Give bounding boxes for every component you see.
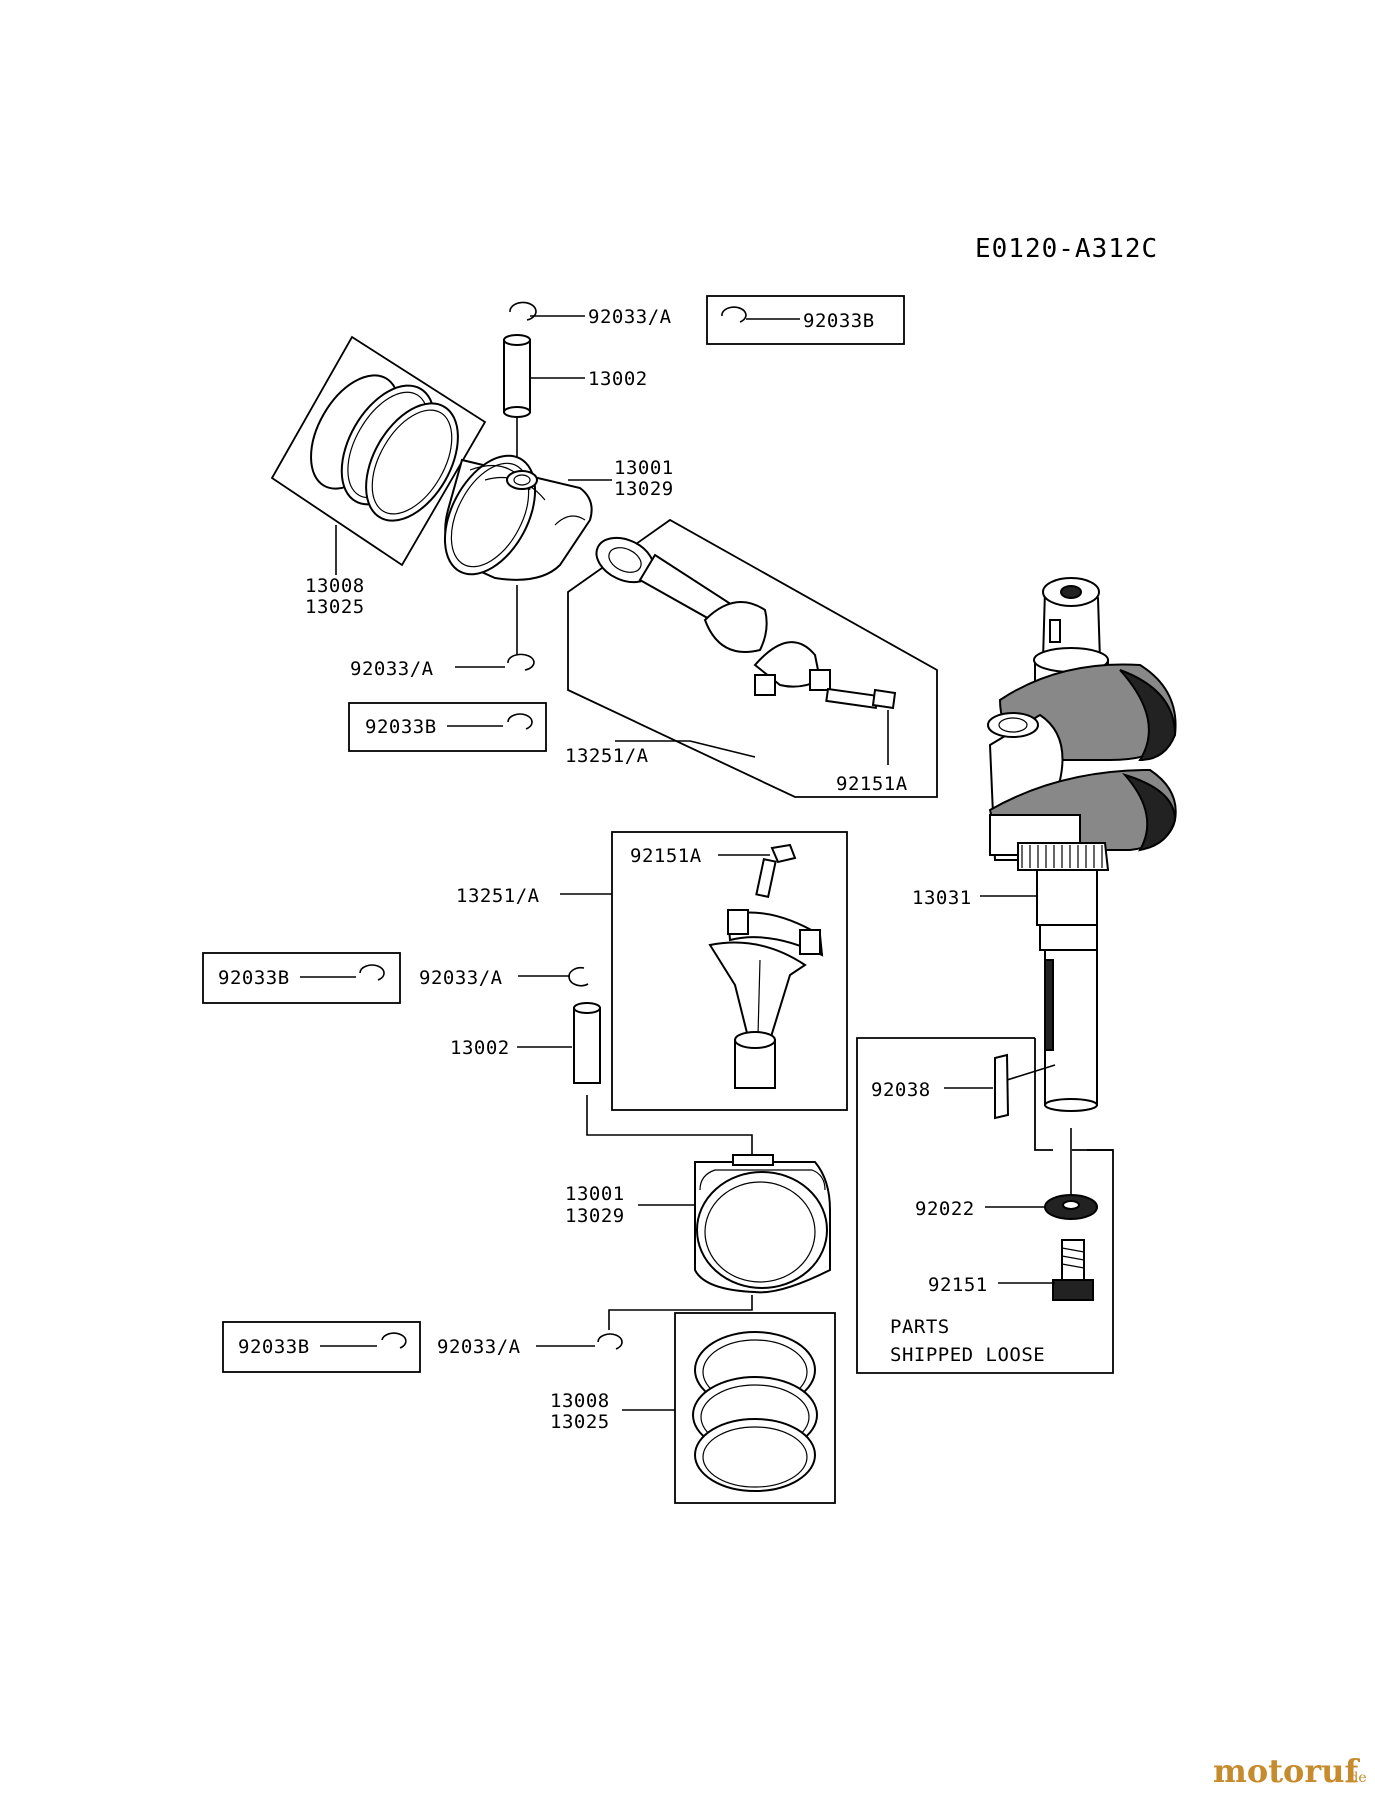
- callout-box-92033b: [348, 702, 547, 752]
- conrod-box: [611, 831, 848, 1111]
- circlip-icon: [359, 964, 385, 981]
- conrod-frame: [567, 518, 938, 798]
- svg-text:.de: .de: [1345, 1770, 1367, 1786]
- circlip-icon: [507, 653, 535, 671]
- label-bolt: 92151: [928, 1274, 988, 1296]
- key-icon: [994, 1053, 1010, 1120]
- rings-box: [674, 1312, 836, 1504]
- piston-pin-icon: [503, 334, 531, 418]
- circlip-icon: [507, 713, 533, 730]
- connecting-rod-icon: [708, 909, 824, 1089]
- label-top-rings-b: 13025: [305, 596, 365, 618]
- circlip-icon: [381, 1332, 407, 1349]
- label-mid-clip-box: 92033B: [218, 967, 290, 989]
- label-top-pin: 13002: [588, 368, 648, 390]
- label-top-rings-a: 13008: [305, 575, 365, 597]
- circlip-icon: [509, 301, 585, 321]
- label-bot-rings-b: 13025: [550, 1411, 610, 1433]
- callout-box-92033b: [706, 295, 905, 345]
- circlip-icon: [721, 306, 747, 323]
- label-mid-conrod: 13251/A: [456, 885, 540, 907]
- svg-text:motoruf: motoruf: [1213, 1752, 1360, 1790]
- connecting-rod-icon: [595, 536, 831, 696]
- label-top-piston-b: 13029: [614, 478, 674, 500]
- label-crankshaft: 13031: [912, 887, 972, 909]
- callout-box-92033b: [222, 1321, 421, 1373]
- piston-rings-icon: [692, 1331, 818, 1492]
- label-washer: 92022: [915, 1198, 975, 1220]
- label-bot-clip-box: 92033B: [238, 1336, 310, 1358]
- diagram-code: E0120-A312C: [975, 234, 1158, 264]
- label-top-piston-a: 13001: [614, 457, 674, 479]
- conrod-bolt-icon: [755, 843, 797, 899]
- label-mid-conrod-bolt: 92151A: [630, 845, 702, 867]
- label-top-conrod: 13251/A: [565, 745, 649, 767]
- piston-pin-icon: [573, 1002, 601, 1084]
- label-bot-piston-a: 13001: [565, 1183, 625, 1205]
- conrod-bolt-icon: [825, 687, 897, 765]
- label-mid-pin: 13002: [450, 1037, 510, 1059]
- piston-icon: [443, 454, 593, 581]
- label-bot-rings-a: 13008: [550, 1390, 610, 1412]
- piston-rings-icon: [310, 374, 459, 522]
- rings-frame: [270, 335, 487, 567]
- label-top-ring-clip-box: 92033B: [803, 310, 875, 332]
- label-key: 92038: [871, 1079, 931, 1101]
- label-mid-clip: 92033/A: [419, 967, 503, 989]
- callout-box-92033b: [202, 952, 401, 1004]
- circlip-icon: [568, 966, 589, 987]
- label-top-conrod-bolt: 92151A: [836, 773, 908, 795]
- label-loose-line2: SHIPPED LOOSE: [890, 1344, 1045, 1366]
- label-loose-line1: PARTS: [890, 1316, 950, 1338]
- label-top-ring-clip: 92033/A: [588, 306, 672, 328]
- bolt-icon: [1052, 1239, 1094, 1301]
- label-top-lower-clip-box: 92033B: [365, 716, 437, 738]
- circlip-icon: [597, 1333, 623, 1350]
- crankshaft-icon: [987, 577, 1177, 1112]
- label-bot-piston-b: 13029: [565, 1205, 625, 1227]
- label-bot-clip: 92033/A: [437, 1336, 521, 1358]
- washer-icon: [1044, 1194, 1098, 1220]
- motoruf-logo: motoruf .de: [1213, 1752, 1367, 1790]
- piston-icon: [694, 1154, 831, 1294]
- label-top-lower-clip: 92033/A: [350, 658, 434, 680]
